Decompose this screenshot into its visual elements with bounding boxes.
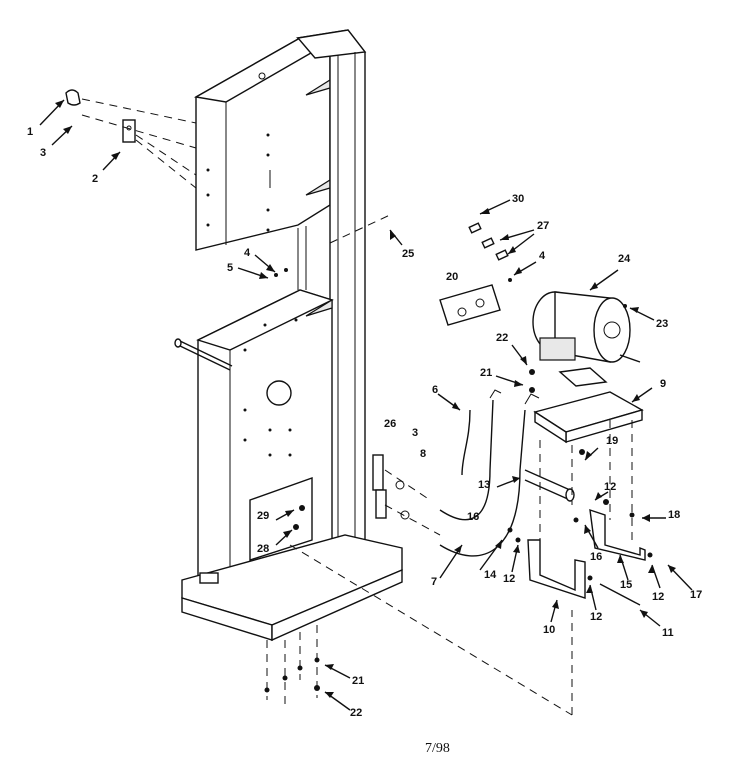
- footer-date: 7/98: [425, 741, 450, 756]
- callout-label: 12: [604, 481, 616, 493]
- callout-label: 10: [543, 624, 555, 636]
- callout-label: 12: [652, 591, 664, 603]
- callout-label: 22: [496, 332, 508, 344]
- callout-labels: 1 3 2 4 5 25 30 27 4 20 24 23 22 21 6 9 …: [27, 126, 702, 719]
- callout-label: 22: [350, 707, 362, 719]
- callout-label: 5: [227, 262, 233, 274]
- callout-label: 29: [257, 510, 269, 522]
- callout-label: 6: [432, 384, 438, 396]
- motor-mount: [524, 391, 646, 606]
- callout-label: 17: [690, 589, 702, 601]
- callout-label: 20: [446, 271, 458, 283]
- arrow-heads: [55, 100, 676, 698]
- callout-label: 16: [590, 551, 602, 563]
- callout-label: 30: [512, 193, 524, 205]
- fasteners: [264, 222, 653, 693]
- callout-label: 12: [590, 611, 602, 623]
- saw-frame: [174, 29, 403, 642]
- callout-label: 1: [27, 126, 33, 138]
- callout-label: 14: [484, 569, 497, 581]
- callout-label: 25: [402, 248, 414, 260]
- callout-label: 4: [244, 247, 251, 259]
- callout-label: 26: [384, 418, 396, 430]
- callout-label: 3: [40, 147, 46, 159]
- fastener-holes: [206, 133, 298, 457]
- switch-parts: [65, 89, 197, 189]
- power-cords: [439, 389, 540, 557]
- callout-label: 4: [539, 250, 546, 262]
- callout-label: 9: [660, 378, 666, 390]
- callout-label: 12: [503, 573, 515, 585]
- switch-box: [372, 454, 441, 536]
- callout-label: 7: [431, 576, 437, 588]
- callout-label: 23: [656, 318, 668, 330]
- callout-label: 18: [668, 509, 680, 521]
- callout-label: 15: [620, 579, 632, 591]
- callout-label: 24: [618, 253, 631, 265]
- callout-label: 8: [420, 448, 426, 460]
- callout-label: 21: [480, 367, 492, 379]
- callout-label: 11: [662, 627, 674, 639]
- callout-label: 21: [352, 675, 364, 687]
- strain-relief: [439, 284, 501, 326]
- assembly-lines: [266, 213, 633, 716]
- callout-label: 16: [467, 511, 479, 523]
- callout-label: 3: [412, 427, 418, 439]
- callout-label: 13: [478, 479, 490, 491]
- callout-label: 27: [537, 220, 549, 232]
- callout-label: 2: [92, 173, 98, 185]
- motor: [532, 291, 641, 387]
- callout-label: 28: [257, 543, 269, 555]
- callout-label: 19: [606, 435, 618, 447]
